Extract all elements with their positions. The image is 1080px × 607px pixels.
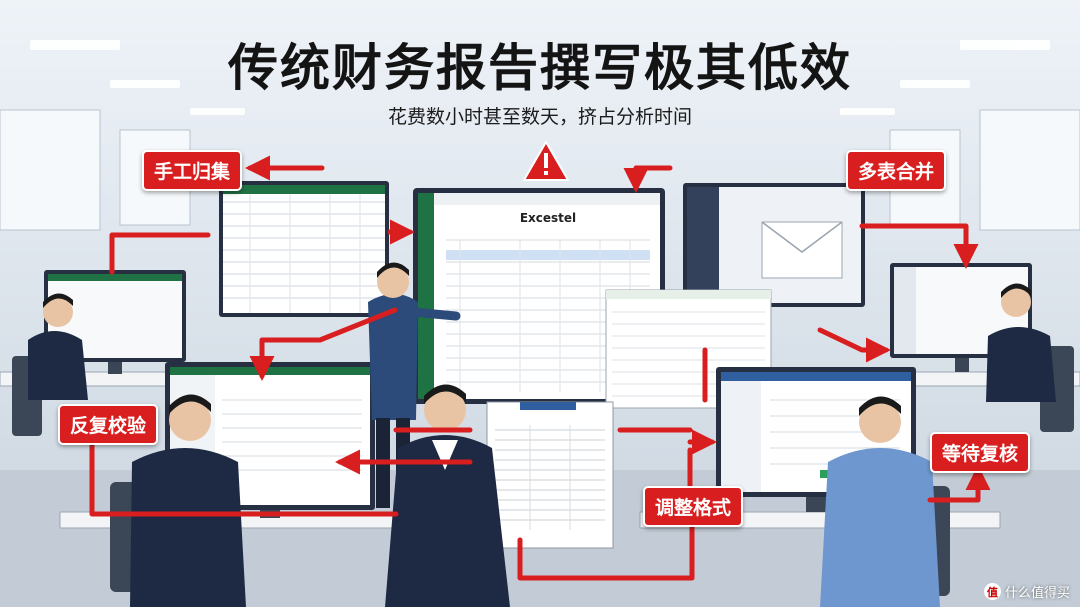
label-merge-tables: 多表合并 — [846, 150, 947, 191]
worker-right-front — [820, 396, 950, 607]
right-windows — [889, 109, 1080, 231]
ceiling-lights — [30, 40, 1050, 115]
worker-far-right — [986, 283, 1074, 432]
main-screen-title: Excestel — [520, 211, 576, 225]
smzdm-logo-icon: 值 — [983, 583, 1001, 600]
label-wait-review: 等待复核 — [930, 432, 1031, 473]
workflow-arrows — [89, 155, 991, 581]
paper-document — [486, 401, 614, 549]
left-windows — [0, 109, 191, 231]
page-subtitle: 花费数小时甚至数天，挤占分析时间 — [387, 106, 692, 128]
watermark-text: 什么值得买 — [1004, 586, 1070, 601]
label-manual-collect: 手工归集 — [142, 150, 243, 191]
page-title: 传统财务报告撰写极其低效 — [228, 39, 852, 97]
worker-far-left — [12, 293, 88, 436]
monitor-email — [683, 183, 865, 307]
worker-center-foreground — [385, 384, 510, 607]
label-adjust-format: 调整格式 — [643, 486, 744, 527]
warning-icon — [523, 141, 569, 181]
worker-left-front — [110, 394, 246, 607]
label-repeated-check: 反复校验 — [58, 404, 159, 445]
watermark: 值 什么值得买 — [983, 582, 1070, 601]
monitor-spreadsheet-left — [219, 181, 389, 317]
